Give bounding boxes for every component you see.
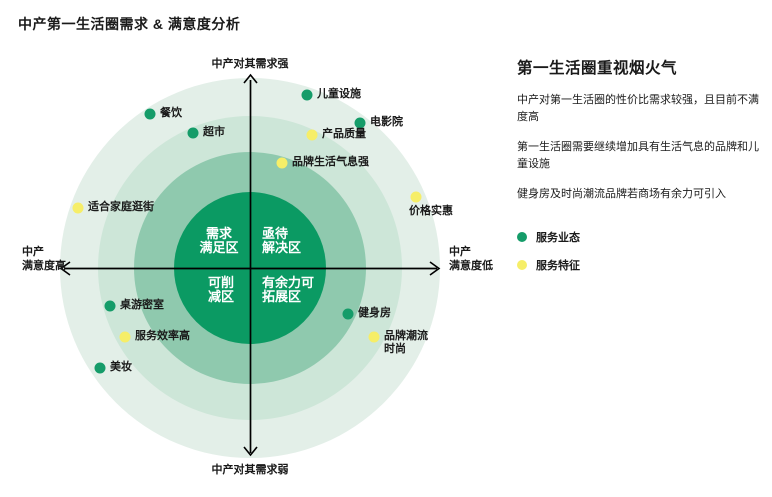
point-label: 儿童设施 xyxy=(317,88,361,100)
point-dot xyxy=(342,308,354,320)
arrow-down-icon xyxy=(243,446,258,457)
point-label: 桌游密室 xyxy=(120,299,164,311)
insight-panel: 第一生活圈重视烟火气 中产对第一生活圈的性价比需求较强，且目前不满度高 第一生活… xyxy=(517,56,767,285)
point-dot xyxy=(187,127,199,139)
axis-label-right: 中产 满意度低 xyxy=(449,246,493,272)
panel-heading: 第一生活圈重视烟火气 xyxy=(517,60,678,77)
point-label: 品牌生活气息强 xyxy=(292,156,369,168)
point-dot xyxy=(119,331,131,343)
point-dot xyxy=(94,362,106,374)
quadrant-label-bottom-right: 有余力可 拓展区 xyxy=(262,275,315,304)
point-dot xyxy=(104,300,116,312)
point-dot xyxy=(144,108,156,120)
point-dot xyxy=(301,89,313,101)
point-label: 超市 xyxy=(203,126,225,138)
point-label: 适合家庭逛街 xyxy=(88,201,154,213)
point-label: 餐饮 xyxy=(160,107,182,119)
arrow-left-icon xyxy=(59,261,71,276)
point-label: 产品质量 xyxy=(322,128,366,140)
axis-label-bottom: 中产对其需求弱 xyxy=(211,464,289,476)
point-dot xyxy=(410,191,422,203)
quadrant-label-top-right: 亟待 解决区 xyxy=(262,226,302,255)
axis-label-left: 中产 满意度高 xyxy=(22,246,66,272)
panel-paragraph: 中产对第一生活圈的性价比需求较强，且目前不满度高 xyxy=(517,94,759,124)
point-label: 价格实惠 xyxy=(409,205,453,217)
panel-paragraph: 第一生活圈需要继续增加具有生活气息的品牌和儿童设施 xyxy=(517,141,759,171)
panel-paragraph: 健身房及时尚潮流品牌若商场有余力可引入 xyxy=(517,188,726,201)
point-dot xyxy=(354,117,366,129)
legend-item: 服务特征 xyxy=(517,257,767,273)
legend: 服务业态服务特征 xyxy=(517,229,767,273)
legend-label: 服务业态 xyxy=(536,232,580,245)
point-dot xyxy=(306,129,318,141)
quadrant-label-top-left: 需求 满足区 xyxy=(199,226,239,255)
point-dot xyxy=(276,157,288,169)
point-label: 品牌潮流 时尚 xyxy=(384,330,428,355)
page-title: 中产第一生活圈需求 & 满意度分析 xyxy=(18,16,241,32)
arrow-right-icon xyxy=(429,261,441,276)
point-label: 服务效率高 xyxy=(135,330,190,342)
legend-dot-icon xyxy=(517,260,527,271)
point-dot xyxy=(72,202,84,214)
arrow-up-icon xyxy=(243,73,258,84)
legend-label: 服务特征 xyxy=(536,260,580,273)
axis-label-top: 中产对其需求强 xyxy=(211,58,289,70)
legend-item: 服务业态 xyxy=(517,229,767,245)
point-dot xyxy=(368,331,380,343)
legend-dot-icon xyxy=(517,232,527,243)
quadrant-label-bottom-left: 可削 减区 xyxy=(207,275,234,304)
point-label: 美妆 xyxy=(110,361,132,373)
point-label: 健身房 xyxy=(358,307,391,319)
point-label: 电影院 xyxy=(370,116,403,128)
